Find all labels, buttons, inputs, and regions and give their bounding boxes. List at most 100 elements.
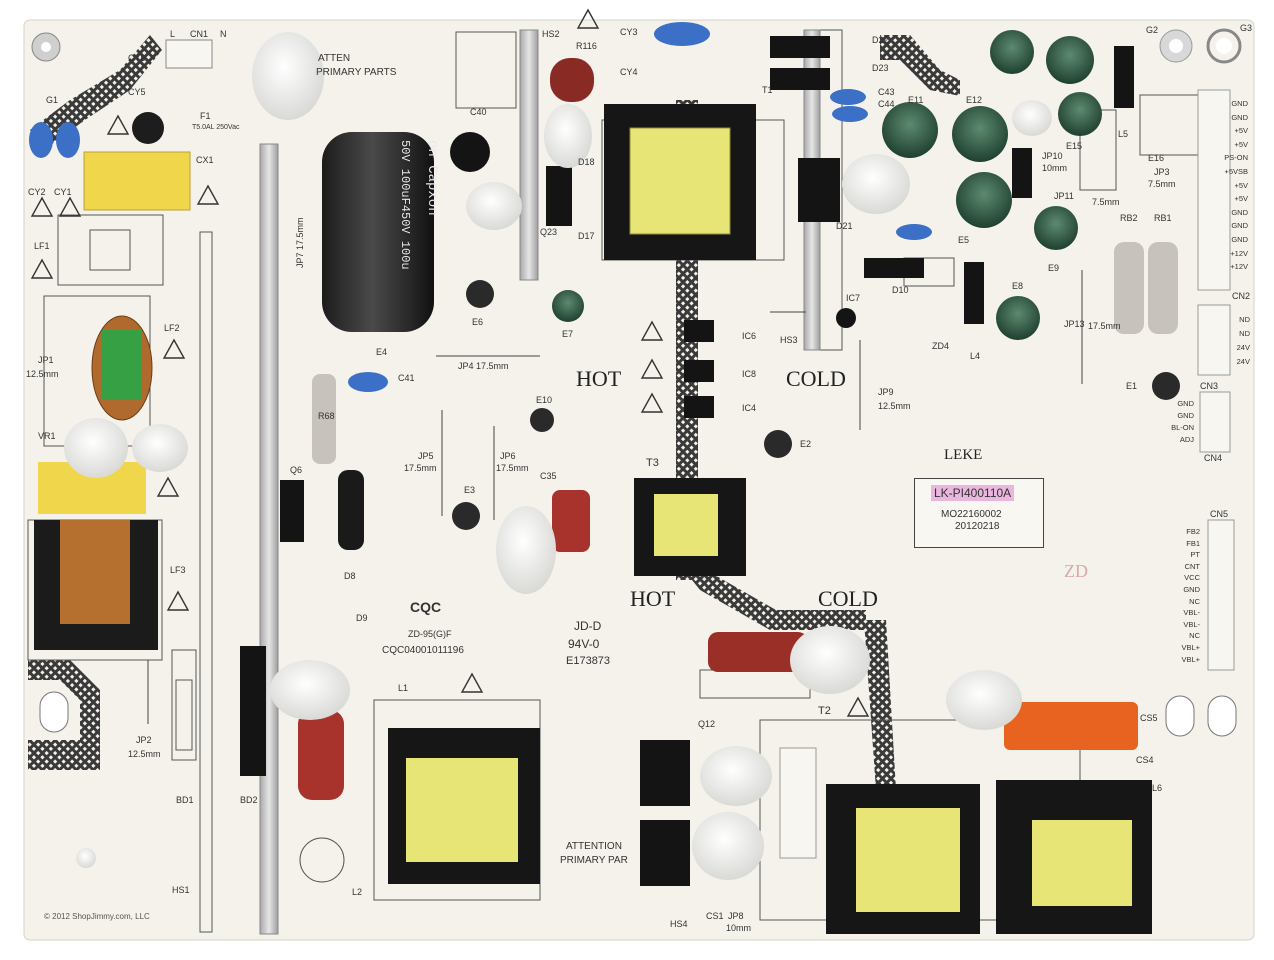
refdes-jp13-length: 17.5mm	[1088, 321, 1121, 331]
connector-pin-label: GND	[1231, 99, 1248, 108]
cqc-code: ZD-95(G)F	[408, 629, 452, 639]
connector-pin-label: +5V	[1234, 180, 1248, 190]
warning-text-top-1: ATTEN	[318, 53, 351, 64]
bulk-capacitor-print-2: 50V 100uF450V 100u	[398, 140, 412, 270]
refdes-d23: D23	[872, 63, 889, 73]
connector-pin-label: +5VSB	[1224, 167, 1248, 176]
refdes-jp10-length: 10mm	[1042, 163, 1068, 173]
refdes-cy4: CY4	[620, 67, 638, 77]
connector-pin-label: ND	[1239, 315, 1250, 324]
refdes-vr1: VR1	[38, 431, 56, 441]
refdes-d21: D21	[836, 221, 853, 231]
connector-pin-label: GND	[1231, 221, 1248, 231]
refdes-zd-watermark: ZD	[1064, 561, 1088, 581]
refdes-jp11-length: 7.5mm	[1092, 197, 1120, 207]
refdes-c40: C40	[470, 107, 487, 117]
connector-pin-label: VBL+	[1181, 654, 1200, 664]
connector-pin-label: +12V	[1230, 262, 1248, 272]
refdes-jp5: JP5	[418, 451, 434, 461]
refdes-e8: E8	[1012, 281, 1024, 291]
refdes-cy2: CY2	[28, 187, 46, 197]
ul-maker: JD-D	[574, 619, 602, 633]
serial-code: MO22160002	[941, 509, 1002, 520]
refdes-t1: T1	[762, 85, 773, 95]
refdes-q6: Q6	[290, 465, 303, 475]
refdes-jp1: JP1	[38, 355, 54, 365]
connector-pin-label: +12V	[1230, 248, 1248, 258]
connector-pin-label: +5V	[1234, 126, 1248, 136]
refdes-l4: L4	[970, 351, 981, 361]
refdes-cn4: CN4	[1204, 453, 1223, 463]
refdes-jp9: JP9	[878, 387, 894, 397]
refdes-hs3: HS3	[780, 335, 798, 345]
connector-pin-label: PS-ON	[1224, 153, 1248, 163]
refdes-l2: L2	[352, 887, 363, 897]
connector-pin-label: NC	[1189, 596, 1200, 606]
refdes-bd1: BD1	[176, 795, 194, 805]
refdes-c35: C35	[540, 471, 557, 481]
connector-pin-label: 24V	[1236, 357, 1250, 366]
connector-pin-label: +5V	[1234, 194, 1248, 204]
refdes-cy5: CY5	[128, 87, 146, 97]
connector-pin-label: NC	[1189, 631, 1200, 641]
refdes-lf1: LF1	[34, 241, 50, 251]
date-code: 20120218	[955, 521, 1000, 532]
refdes-cy1: CY1	[54, 187, 72, 197]
refdes-cn2: CN2	[1232, 291, 1251, 301]
connector-pin-label: GND	[1183, 585, 1200, 594]
refdes-ic4: IC4	[742, 403, 757, 413]
refdes-cs4: CS4	[1136, 755, 1154, 765]
brand-label: LEKE	[944, 447, 983, 463]
refdes-jp2: JP2	[136, 735, 152, 745]
refdes-jp13: JP13	[1064, 319, 1085, 329]
refdes-e10: E10	[536, 395, 553, 405]
connector-pin-label: FB2	[1186, 527, 1200, 536]
refdes-t3: T3	[646, 457, 659, 469]
refdes-f1: F1	[200, 111, 211, 121]
refdes-d9: D9	[356, 613, 368, 623]
refdes-jp7: JP7 17.5mm	[295, 217, 305, 268]
connectors	[165, 39, 1235, 859]
refdes-hs2: HS2	[542, 29, 560, 39]
refdes-e1: E1	[1126, 381, 1138, 391]
refdes-jp3-length: 7.5mm	[1148, 179, 1176, 189]
connector-pin-label: 24V	[1236, 343, 1250, 352]
refdes-jp3: JP3	[1154, 167, 1170, 177]
refdes-zd4: ZD4	[932, 341, 950, 351]
connector-pin-label: CNT	[1184, 561, 1200, 571]
refdes-cn1: CN1	[190, 29, 209, 39]
refdes-e9: E9	[1048, 263, 1060, 273]
refdes-c41: C41	[398, 373, 415, 383]
cqc-number: CQC04001011196	[382, 645, 464, 656]
refdes-jp4: JP4 17.5mm	[458, 361, 509, 371]
refdes-l5: L5	[1118, 129, 1129, 139]
refdes-t2: T2	[818, 705, 831, 717]
refdes-q12: Q12	[698, 719, 716, 729]
connector-pin-label: VCC	[1184, 573, 1200, 583]
refdes-cy3: CY3	[620, 27, 638, 37]
refdes-jp8: JP8	[728, 911, 744, 921]
connector-pin-label: +5V	[1234, 139, 1248, 149]
refdes-jp6-length: 17.5mm	[496, 463, 529, 473]
model-sticker: LK-PI400110A MO22160002 20120218	[914, 478, 1044, 548]
refdes-hs4: HS4	[670, 919, 688, 929]
refdes-c43: C43	[878, 87, 895, 97]
refdes-e15: E15	[1066, 141, 1083, 151]
connector-pin-label: VBL+	[1181, 643, 1200, 652]
warning-text-bottom-2: PRIMARY PAR	[560, 855, 628, 866]
jumper-lines	[147, 270, 1083, 724]
refdes-lf3: LF3	[170, 565, 186, 575]
refdes-ic6: IC6	[742, 331, 757, 341]
refdes-q23: Q23	[540, 227, 558, 237]
small-components	[132, 36, 1178, 886]
refdes-l6: L6	[1152, 783, 1163, 793]
refdes-cn1-l: L	[170, 29, 176, 39]
refdes-e6: E6	[472, 317, 484, 327]
connector-pin-label: FB1	[1186, 538, 1200, 548]
refdes-lf2: LF2	[164, 323, 180, 333]
hot-zone-label-upper: HOT	[576, 366, 622, 391]
refdes-d8: D8	[344, 571, 356, 581]
refdes-e16: E16	[1148, 153, 1165, 163]
